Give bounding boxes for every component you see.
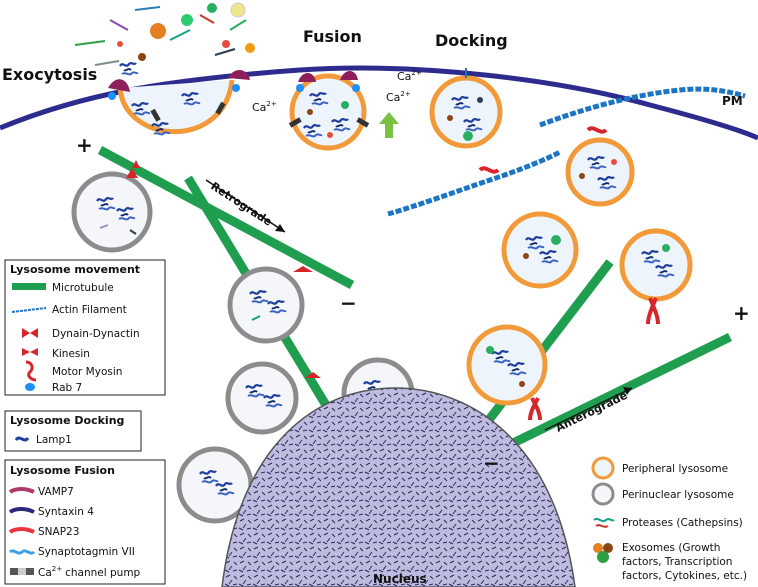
retrograde-arrow — [205, 179, 286, 233]
label-ca-1: Ca2+ — [252, 100, 277, 114]
legend-item-proteases: Proteases (Cathepsins) — [622, 517, 743, 529]
label-fusion: Fusion — [303, 27, 362, 46]
dynein-motor-2 — [293, 266, 313, 272]
legend-fusion-title: Lysosome Fusion — [10, 464, 115, 477]
perinuclear-lysosome-2 — [227, 266, 305, 344]
legend-item-dynein: Dynain-Dynactin — [52, 328, 140, 340]
legend-item-peripheral: Peripheral lysosome — [622, 463, 728, 475]
legend-item-microtubule: Microtubule — [52, 282, 114, 294]
dynein-icon — [22, 328, 38, 338]
protease-icon — [593, 517, 615, 523]
perinuclear-lysosome-1 — [71, 171, 153, 253]
docking-lysosome — [429, 68, 503, 149]
microtubule-anterograde-2 — [501, 332, 732, 453]
label-pm: PM — [722, 94, 743, 108]
legend-docking: Lysosome Docking Lamp1 — [4, 410, 142, 452]
minus-end-left: − — [340, 291, 357, 315]
kinesin-motor-2 — [646, 297, 660, 325]
perinuclear-lysosome-3 — [225, 361, 299, 435]
synaptotagmin-icon — [8, 549, 36, 555]
legend-item-perinuclear: Perinuclear lysosome — [622, 489, 734, 501]
legend-item-rab7: Rab 7 — [52, 382, 82, 394]
plus-end-right: + — [733, 301, 750, 325]
legend-item-ca-pump: Ca2+channel pump — [38, 565, 141, 579]
legend-movement-title: Lysosome movement — [10, 263, 140, 276]
kinesin-motor-1 — [528, 397, 542, 421]
legend-item-exosomes-line1: Exosomes (Growth — [622, 542, 720, 554]
peripheral-lysosome-1 — [501, 211, 579, 289]
legend-docking-title: Lysosome Docking — [10, 414, 124, 427]
legend-item-exosomes-line3: factors, Cytokines, etc.) — [622, 570, 747, 582]
perinuclear-lysosome-icon — [591, 482, 615, 506]
legend-right: Peripheral lysosome Perinuclear lysosome… — [591, 456, 747, 582]
rab7-icon — [25, 383, 35, 391]
exocytosis-cargo — [74, 2, 255, 66]
label-nucleus: Nucleus — [373, 572, 427, 586]
minus-end-right: − — [483, 451, 500, 475]
label-docking: Docking — [435, 31, 508, 50]
legend-item-snap23: SNAP23 — [38, 526, 79, 538]
calcium-influx-arrow — [379, 112, 399, 138]
fusion-lysosome — [288, 71, 370, 151]
nucleus — [221, 387, 576, 587]
plasma-membrane — [0, 65, 758, 141]
anterograde-arrow — [544, 387, 633, 431]
plus-end-left: + — [76, 133, 93, 157]
label-exocytosis: Exocytosis — [2, 65, 97, 84]
legend-item-lamp1: Lamp1 — [36, 434, 72, 446]
microtubule-retrograde-1 — [97, 146, 355, 289]
label-anterograde: Anterograde — [554, 389, 630, 435]
legend-fusion: Lysosome Fusion VAMP7 Syntaxin 4 SNAP23 … — [4, 459, 166, 585]
actin-icon — [11, 307, 47, 313]
syntaxin-icon — [8, 507, 35, 514]
legend-item-exosomes-line2: factors, Transcription — [622, 556, 732, 568]
legend-item-syntaxin: Syntaxin 4 — [38, 506, 94, 518]
legend-item-myosin: Motor Myosin — [52, 366, 122, 378]
exosome-icon — [593, 543, 603, 553]
peripheral-lysosome-2 — [619, 228, 693, 302]
dynein-motor-3 — [305, 372, 321, 378]
label-ca-2: Ca2+ — [397, 69, 422, 83]
legend-item-vamp7: VAMP7 — [38, 486, 74, 498]
label-ca-3: Ca2+ — [386, 90, 411, 104]
actin-filament-1 — [387, 149, 562, 217]
legend-item-actin: Actin Filament — [52, 304, 127, 316]
peripheral-lysosome-icon — [591, 456, 615, 480]
vamp7-icon — [8, 487, 35, 494]
snap23-icon — [8, 527, 35, 534]
exocytosis-lysosome — [117, 79, 235, 135]
actin-lysosome — [565, 137, 635, 207]
dynein-motor-1 — [126, 160, 140, 178]
microtubule-icon — [12, 283, 46, 290]
myosin-icon — [25, 360, 37, 382]
kinesin-icon — [22, 348, 38, 356]
actin-filament-2 — [539, 86, 746, 128]
lamp1-icon — [14, 436, 30, 442]
legend-item-synaptotagmin: Synaptotagmin VII — [38, 546, 135, 558]
legend-movement: Lysosome movement Microtubule Actin Fila… — [4, 259, 166, 396]
peripheral-lysosome-3 — [466, 324, 548, 406]
legend-item-kinesin: Kinesin — [52, 348, 90, 360]
